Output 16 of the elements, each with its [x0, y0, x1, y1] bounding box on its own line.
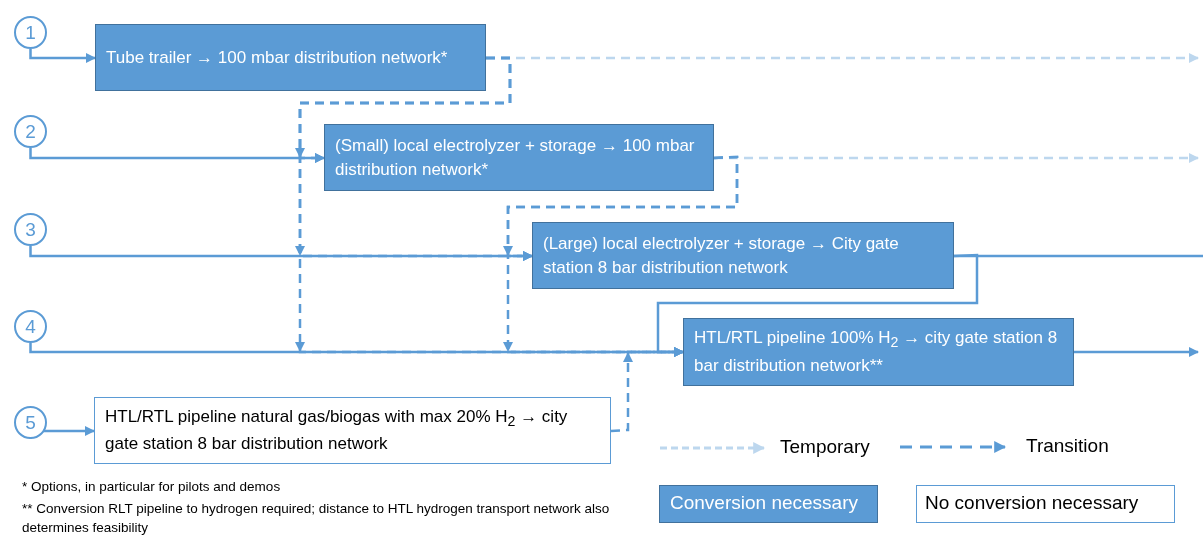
legend-text: Temporary — [780, 436, 870, 458]
step-number-circle: 3 — [14, 213, 47, 246]
process-box: (Small) local electrolyzer + storage → 100 mbar distribution network* — [324, 124, 714, 191]
legend-text: Transition — [1026, 435, 1109, 457]
process-box: HTL/RTL pipeline natural gas/biogas with max 20% H$_{2}$ → city gate station 8 bar distribution network — [94, 397, 611, 464]
process-box: HTL/RTL pipeline 100% H$_{2}$ → city gate station 8 bar distribution network** — [683, 318, 1074, 386]
legend-text: Conversion necessary — [670, 492, 858, 514]
step-number-circle: 2 — [14, 115, 47, 148]
step-number-circle: 1 — [14, 16, 47, 49]
step-number-circle: 4 — [14, 310, 47, 343]
legend-text: No conversion necessary — [925, 492, 1139, 514]
process-box: Tube trailer → 100 mbar distribution network* — [95, 24, 486, 91]
process-box: (Large) local electrolyzer + storage → City gate station 8 bar distribution network — [532, 222, 954, 289]
step-number-circle: 5 — [14, 406, 47, 439]
footnote: * Options, in particular for pilots and demos — [22, 478, 282, 496]
footnote: ** Conversion RLT pipeline to hydrogen required; distance to HTL hydrogen transport network also determines feasibility — [22, 500, 611, 537]
